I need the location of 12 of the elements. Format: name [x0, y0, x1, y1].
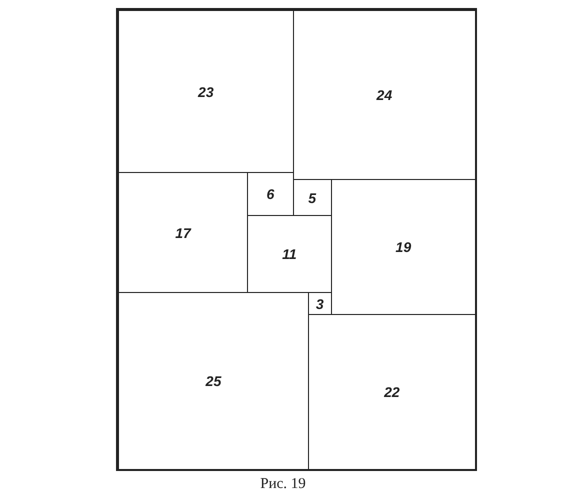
figure-caption: Рис. 19	[260, 476, 306, 492]
square-size-label: 6	[266, 186, 274, 202]
square-size-label: 3	[316, 296, 324, 312]
square-tile	[118, 10, 294, 174]
square-size-label: 19	[396, 239, 412, 256]
square-size-label: 17	[175, 224, 191, 241]
square-size-label: 22	[384, 384, 400, 400]
square-size-label: 5	[308, 190, 316, 206]
square-size-label: 25	[206, 373, 222, 390]
square-size-label: 23	[198, 84, 214, 100]
square-size-label: 24	[376, 87, 392, 104]
square-size-label: 11	[282, 246, 297, 262]
